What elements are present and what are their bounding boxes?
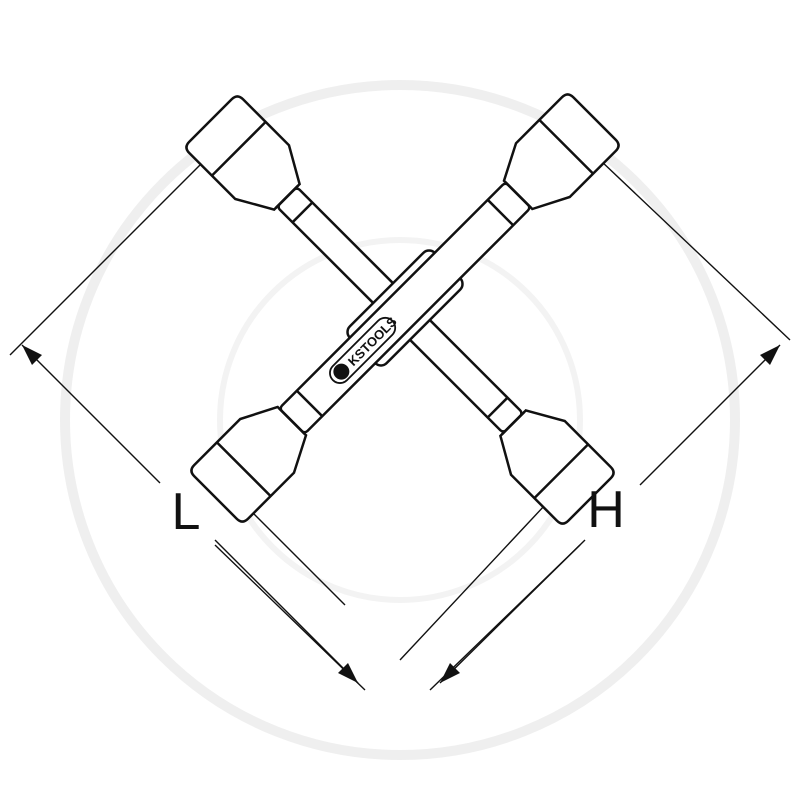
watermark-circle — [60, 80, 740, 760]
height-dimension-label: H — [587, 481, 625, 539]
dimension-arrow-icon — [22, 345, 780, 683]
wrench-bar-2: KSTOOLS — [190, 93, 620, 523]
dimension-lines — [9, 159, 791, 691]
length-dimension-label: L — [171, 483, 201, 541]
watermark-circle-inner — [217, 237, 583, 603]
